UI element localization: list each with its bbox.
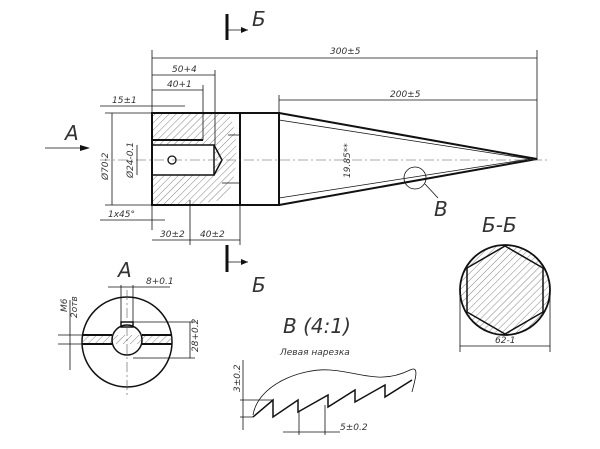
- section-mark-bottom: Б: [225, 245, 266, 297]
- outer-diameter-label: Ø70-2: [100, 152, 111, 181]
- section-mark-label: Б: [252, 7, 266, 31]
- view-a-label: А: [63, 121, 79, 145]
- section-title-label: Б-Б: [482, 213, 517, 237]
- detail-b-marker: [403, 166, 427, 190]
- bore-diameter-label: Ø24-0.1: [125, 142, 136, 179]
- slot-width-label: 8+0.1: [146, 277, 174, 287]
- holes-label: 2отв: [70, 296, 80, 318]
- view-a-label: А: [116, 258, 132, 282]
- thread-depth-label: 3±0.2: [233, 364, 243, 392]
- bore-depth-label: 50+4: [172, 65, 197, 75]
- cone-length-label: 200±5: [390, 90, 421, 100]
- thread-pitch-label: 5±0.2: [340, 423, 368, 433]
- cone: [278, 112, 538, 206]
- detail-b: В (4:1) Левая нарезка 3±0.2 5±0.2: [233, 314, 417, 435]
- hole-offset-label: 15±1: [112, 96, 137, 106]
- slot-length-label: 40+1: [167, 80, 192, 90]
- dimensions: [100, 50, 538, 245]
- step1-label: 30±2: [160, 230, 185, 240]
- detail-note-label: Левая нарезка: [279, 348, 350, 358]
- view-a: А 8+0.1 28+0.2 M6 2отв: [58, 258, 201, 395]
- section-bb: Б-Б 62-1: [459, 213, 551, 352]
- section-mark-label: Б: [252, 273, 266, 297]
- overall-length-label: 300±5: [330, 47, 361, 57]
- detail-b-label: В: [434, 197, 448, 221]
- key-height-label: 28+0.2: [191, 318, 201, 352]
- thread-label: M6: [60, 298, 70, 312]
- view-a-arrow: А: [45, 121, 90, 151]
- main-view: В: [100, 112, 550, 221]
- section-mark-top: Б: [225, 7, 266, 40]
- cone-dim-label: 19.85**: [343, 143, 353, 178]
- chamfer-label: 1x45°: [108, 210, 135, 220]
- detail-title-label: В (4:1): [283, 314, 351, 338]
- hex-size-label: 62-1: [495, 336, 515, 346]
- step2-label: 40±2: [200, 230, 225, 240]
